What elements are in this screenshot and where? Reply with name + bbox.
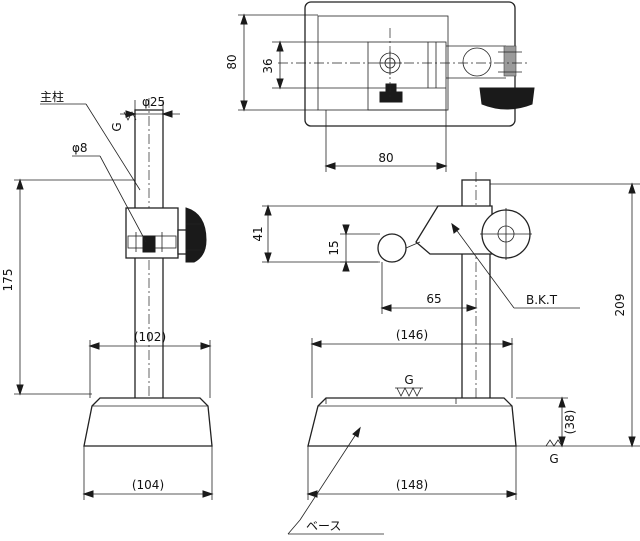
dim-top-width-80: 80 — [378, 151, 393, 165]
dim-arm-height-41: 41 — [251, 226, 265, 241]
side-view: φ25 G 主柱 φ8 175 (102) (104) — [1, 89, 214, 500]
side-view-knob — [185, 207, 207, 263]
label-bkt: B.K.T — [526, 293, 558, 307]
dim-reach-65: 65 — [426, 292, 441, 306]
dim-top-inner-36: 36 — [261, 58, 275, 73]
top-view-knob — [479, 87, 535, 110]
top-view-arm-ring — [462, 47, 492, 77]
dim-base-height-38: (38) — [563, 410, 577, 435]
finish-mark-g-base-right: G — [549, 452, 558, 466]
top-view-base-outline — [304, 1, 516, 127]
front-view-base — [307, 397, 517, 447]
dim-base-inner-146: (146) — [396, 328, 428, 342]
label-pillar: 主柱 — [40, 89, 64, 104]
top-view-clamp-knob — [379, 91, 403, 103]
dim-total-height-175: 175 — [1, 269, 15, 292]
label-base: ベース — [306, 519, 341, 533]
dim-top-height-80: 80 — [225, 54, 239, 69]
finish-mark-g-base-front: G — [404, 373, 413, 387]
dim-total-height-209: 209 — [613, 294, 627, 317]
side-view-base — [83, 397, 213, 447]
dim-base-inner-102: (102) — [134, 330, 166, 344]
top-view: 80 36 80 — [225, 1, 535, 172]
dim-base-outer-148: (148) — [396, 478, 428, 492]
finish-mark-g-top-left: G — [110, 122, 124, 131]
front-view: 41 15 65 B.K.T (146) G — [251, 172, 640, 535]
dim-contact-15: 15 — [327, 240, 341, 255]
dim-base-outer-104: (104) — [132, 478, 164, 492]
dim-pillar-dia: φ25 — [142, 95, 165, 109]
front-view-contact-ball — [377, 233, 407, 263]
dim-hole-dia: φ8 — [72, 141, 88, 155]
top-view-bracket-block — [367, 41, 447, 111]
